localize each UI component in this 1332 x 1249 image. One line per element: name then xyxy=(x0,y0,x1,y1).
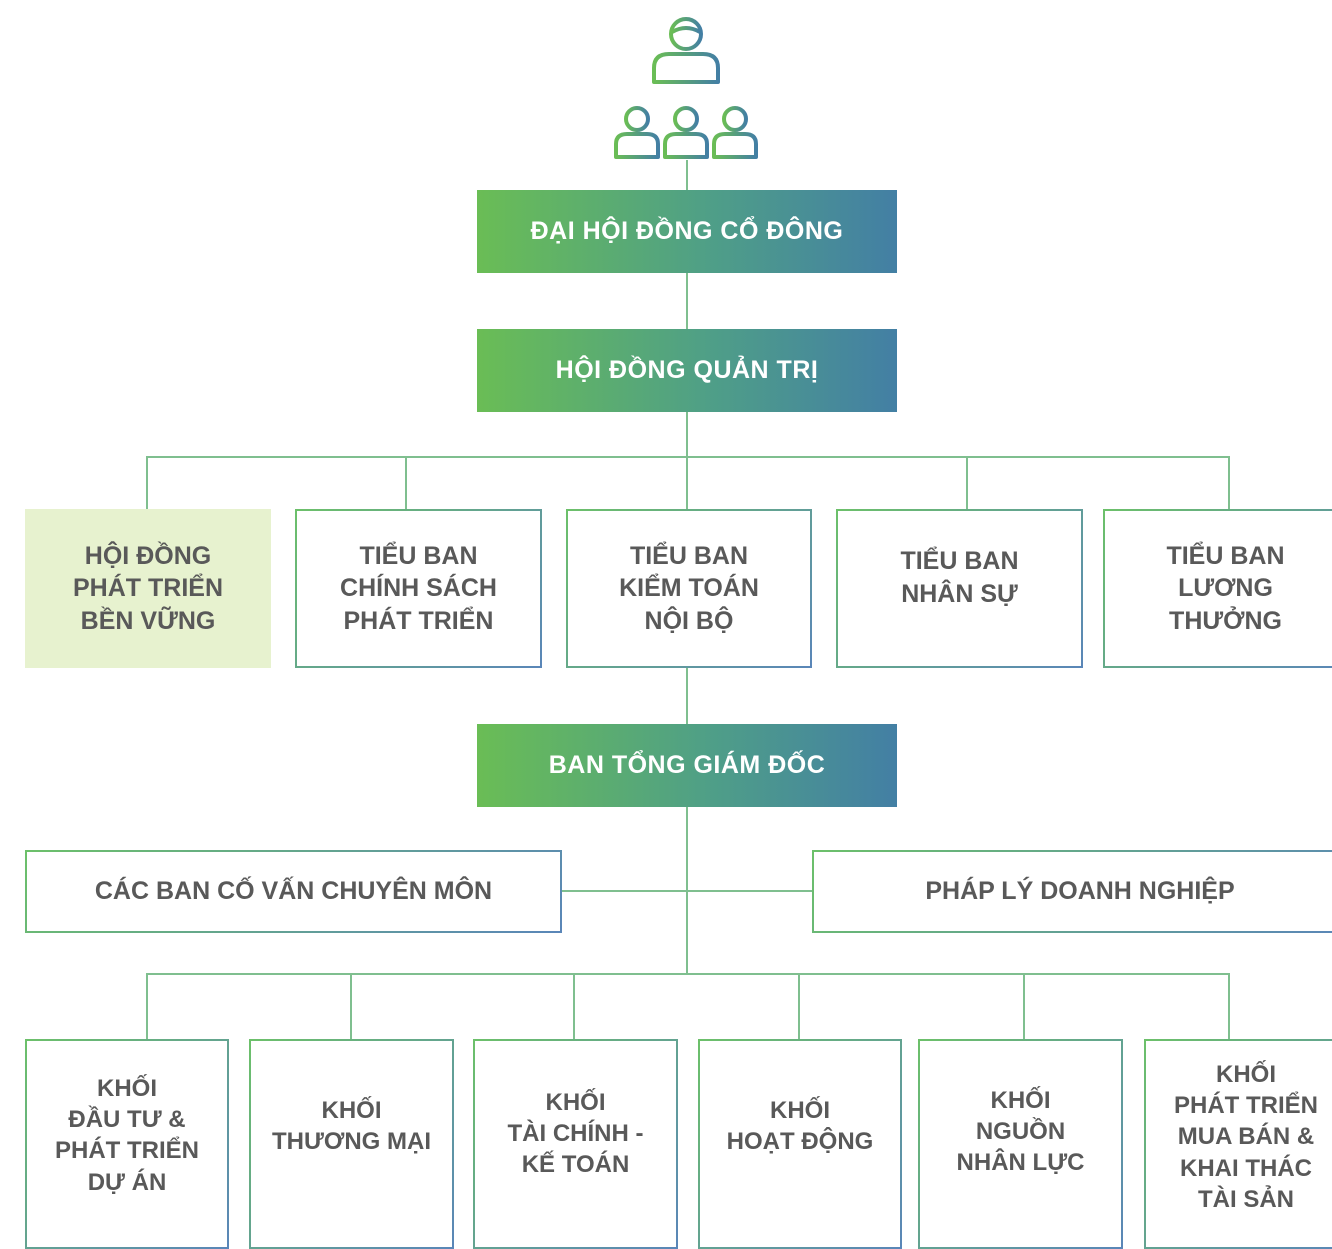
unit-investment-project-development: KHỐI ĐẦU TƯ & PHÁT TRIỂN DỰ ÁN xyxy=(25,1039,229,1249)
unit-label: KHỐI NGUỒN NHÂN LỰC xyxy=(956,1087,1085,1177)
management-board-box: BAN TỔNG GIÁM ĐỐC xyxy=(477,724,897,807)
management-board-label: BAN TỔNG GIÁM ĐỐC xyxy=(548,751,826,779)
unit-label: KHỐI ĐẦU TƯ & PHÁT TRIỂN DỰ ÁN xyxy=(55,1075,199,1196)
connector-line xyxy=(560,890,814,892)
committee-label: HỘI ĐỒNG PHÁT TRIỂN BỀN VỮNG xyxy=(73,541,223,635)
unit-operations: KHỐI HOẠT ĐỘNG xyxy=(698,1039,902,1249)
connector-line xyxy=(405,456,407,509)
committee-development-policy: TIỂU BAN CHÍNH SÁCH PHÁT TRIỂN xyxy=(295,509,542,668)
connector-line xyxy=(146,973,1230,975)
unit-finance-accounting: KHỐI TÀI CHÍNH - KẾ TOÁN xyxy=(473,1039,678,1249)
unit-human-resources: KHỐI NGUỒN NHÂN LỰC xyxy=(918,1039,1123,1249)
connector-line xyxy=(1023,973,1025,1040)
connector-line xyxy=(1228,456,1230,509)
board-of-directors-label: HỘI ĐỒNG QUẢN TRỊ xyxy=(555,356,819,384)
committee-label: TIỂU BAN CHÍNH SÁCH PHÁT TRIỂN xyxy=(340,541,497,635)
board-of-directors-box: HỘI ĐỒNG QUẢN TRỊ xyxy=(477,329,897,412)
unit-label: KHỐI TÀI CHÍNH - KẾ TOÁN xyxy=(507,1089,644,1179)
unit-label: KHỐI THƯƠNG MẠI xyxy=(271,1097,432,1156)
connector-line xyxy=(573,973,575,1040)
general-meeting-label: ĐẠI HỘI ĐỒNG CỔ ĐÔNG xyxy=(530,217,844,245)
legal-affairs-box: PHÁP LÝ DOANH NGHIỆP xyxy=(812,850,1332,933)
connector-line xyxy=(966,456,968,509)
committee-sustainable-development: HỘI ĐỒNG PHÁT TRIỂN BỀN VỮNG xyxy=(25,509,271,668)
unit-asset-acquisition-exploitation: KHỐI PHÁT TRIỂN MUA BÁN & KHAI THÁC TÀI … xyxy=(1144,1039,1332,1249)
connector-line xyxy=(686,272,688,330)
committee-label: TIỂU BAN NHÂN SỰ xyxy=(900,547,1019,608)
connector-line xyxy=(686,667,688,725)
committee-label: TIỂU BAN LƯƠNG THƯỞNG xyxy=(1166,541,1285,635)
connector-line xyxy=(146,456,148,509)
connector-line xyxy=(798,973,800,1040)
unit-label: KHỐI HOẠT ĐỘNG xyxy=(726,1097,874,1156)
advisory-boards-box: CÁC BAN CỐ VẤN CHUYÊN MÔN xyxy=(25,850,562,933)
connector-line xyxy=(146,456,1230,458)
org-hierarchy-people-icon xyxy=(614,17,758,159)
connector-line xyxy=(350,973,352,1040)
advisory-boards-label: CÁC BAN CỐ VẤN CHUYÊN MÔN xyxy=(94,877,493,906)
connector-line xyxy=(1228,973,1230,1040)
committee-human-resources: TIỂU BAN NHÂN SỰ xyxy=(836,509,1083,668)
unit-commerce: KHỐI THƯƠNG MẠI xyxy=(249,1039,454,1249)
unit-label: KHỐI PHÁT TRIỂN MUA BÁN & KHAI THÁC TÀI … xyxy=(1174,1061,1318,1213)
committee-label: TIỂU BAN KIỂM TOÁN NỘI BỘ xyxy=(619,541,759,635)
connector-line xyxy=(146,973,148,1040)
connector-line xyxy=(686,411,688,509)
general-meeting-box: ĐẠI HỘI ĐỒNG CỔ ĐÔNG xyxy=(477,190,897,273)
legal-affairs-label: PHÁP LÝ DOANH NGHIỆP xyxy=(925,877,1235,906)
connector-line xyxy=(686,160,688,192)
committee-internal-audit: TIỂU BAN KIỂM TOÁN NỘI BỘ xyxy=(566,509,812,668)
committee-compensation: TIỂU BAN LƯƠNG THƯỞNG xyxy=(1103,509,1332,668)
